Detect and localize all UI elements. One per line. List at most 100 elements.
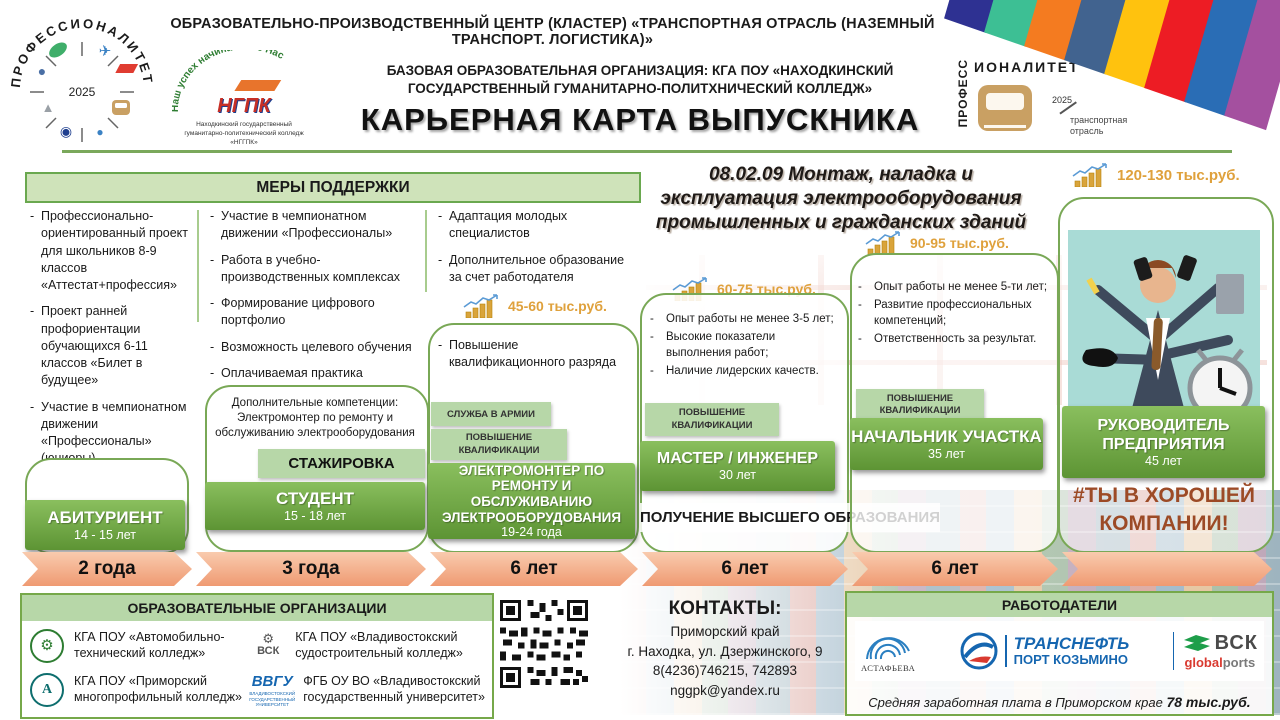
professionalitet-circle-logo-graphic: ПРОФЕССИОНАЛИТЕТ 2025 ✈ ● ▲ ◉ ●: [8, 16, 153, 142]
vsk-globalports-logo: ВСК globalports: [1172, 632, 1258, 670]
contacts-address: г. Находка, ул. Дзержинского, 9: [627, 643, 823, 659]
education-org-item: ⚙ КГА ПОУ «Автомобильно-технический колл…: [28, 625, 247, 667]
vsk-green-icon: [1183, 634, 1210, 651]
timeline-label: 2 года: [78, 558, 136, 579]
average-salary-value: 78 тыс.руб.: [1166, 694, 1251, 710]
stage-bullet: Ответственность за результат.: [858, 332, 1048, 348]
right-logo-horizontal-text: ИОНАЛИТЕТ: [974, 59, 1080, 75]
support-column-1: Профессионально-ориентированный проект д…: [30, 208, 195, 477]
column-divider: [197, 210, 199, 322]
base-organization-line: БАЗОВАЯ ОБРАЗОВАТЕЛЬНАЯ ОРГАНИЗАЦИЯ: КГА…: [386, 63, 894, 96]
right-logo-vertical-text: ПРОФЕСС: [956, 59, 970, 128]
timeline-arrow-3: 6 лет: [430, 552, 638, 586]
job-title: СТУДЕНТ: [275, 489, 355, 508]
stage-bullet: Опыт работы не менее 3-5 лет;: [650, 312, 836, 328]
contacts-email: nggpk@yandex.ru: [670, 682, 780, 698]
gear-icon: ⚙: [30, 629, 64, 663]
ngpk-logo-graphic: Наш успех начинается с Нас НГПК Находкин…: [170, 41, 304, 146]
vsk-college-logo-icon: ⚙ ВСК: [249, 631, 287, 658]
support-item: Работа в учебно-производственных комплек…: [210, 252, 418, 287]
stage-bullet: Наличие лидерских качеств.: [650, 364, 836, 380]
contacts-phone: 8(4236)746215, 742893: [652, 663, 798, 679]
ngpk-roof-shape: [234, 80, 282, 91]
plane-icon: ✈: [99, 43, 112, 60]
leaf-icon: [49, 42, 67, 58]
salary-badge-3: 90-95 тыс.руб.: [865, 231, 1009, 255]
drop-icon: ●: [96, 125, 103, 139]
support-column-3: Адаптация молодых специалистов Дополните…: [438, 208, 634, 295]
target-icon: ◉: [60, 123, 72, 139]
support-item: Проект ранней профориентации обучающихся…: [30, 303, 195, 389]
timeline-arrow-4: 6 лет: [642, 552, 848, 586]
salary-badge-1: 45-60 тыс.руб.: [463, 294, 607, 318]
contacts-region: Приморский край: [670, 624, 780, 639]
employers-logos-row: АСТАФЬЕВА ТРАНСНЕФТЬ ПОРТ КОЗЬМИНО ВСК: [855, 621, 1264, 681]
right-logo-caption-2: отрасль: [1070, 126, 1104, 137]
timeline-label: 6 лет: [510, 558, 558, 579]
red-stripe-icon: [115, 64, 139, 73]
job-title: НАЧАЛЬНИК УЧАСТКА: [851, 427, 1042, 446]
job-box-director: РУКОВОДИТЕЛЬ ПРЕДПРИЯТИЯ 45 лет: [1062, 406, 1265, 478]
job-title: РУКОВОДИТЕЛЬ ПРЕДПРИЯТИЯ: [1097, 416, 1230, 453]
support-item: Участие в чемпионатном движении «Професс…: [210, 208, 418, 243]
internship-label: СТАЖИРОВКА: [258, 449, 425, 478]
education-org-item: ВВГУ ВЛАДИВОСТОКСКИЙ ГОСУДАРСТВЕННЫЙ УНИ…: [249, 669, 486, 711]
job-title: МАСТЕР / ИНЖЕНЕР: [656, 450, 819, 467]
job-box-chief: НАЧАЛЬНИК УЧАСТКА 35 лет: [850, 418, 1043, 470]
master-requirements: Опыт работы не менее 3-5 лет; Высокие по…: [650, 312, 836, 381]
contacts-block: КОНТАКТЫ: Приморский край г. Находка, ул…: [592, 598, 858, 700]
ngpk-caption-1: Находкинский государственный: [196, 120, 292, 128]
column-divider: [425, 210, 427, 292]
support-item: Оплачиваемая практика: [210, 365, 418, 383]
professionalitet-circle-logo: ПРОФЕССИОНАЛИТЕТ 2025 ✈ ● ▲ ◉ ●: [8, 4, 156, 154]
support-item: Дополнительное образование за счет работ…: [438, 252, 634, 287]
hashtag-line-2: КОМПАНИИ!: [1099, 512, 1229, 536]
education-org-name: ФГБ ОУ ВО «Владивостокский государственн…: [303, 674, 485, 704]
timeline-label: 6 лет: [721, 558, 769, 579]
coins-growth-icon: [1072, 163, 1107, 187]
astafieva-logo: АСТАФЬЕВА: [861, 629, 915, 673]
job-box-master: МАСТЕР / ИНЖЕНЕР 30 лет: [640, 441, 835, 491]
job-box-abiturient: АБИТУРИЕНТ 14 - 15 лет: [25, 500, 185, 550]
vvgu-caption: ВЛАДИВОСТОКСКИЙ ГОСУДАРСТВЕННЫЙ УНИВЕРСИ…: [249, 691, 296, 708]
job-title: ЭЛЕКТРОМОНТЕР ПО РЕМОНТУ И ОБСЛУЖИВАНИЮ …: [441, 462, 622, 525]
student-note: Дополнительные компетенции: Электромонте…: [215, 397, 415, 439]
education-orgs-header: ОБРАЗОВАТЕЛЬНЫЕ ОРГАНИЗАЦИИ: [22, 595, 492, 621]
circle-logo-ticks: [30, 42, 134, 142]
transneft-name: ТРАНСНЕФТЬ: [1013, 634, 1130, 654]
vsk-college-abbr: ВСК: [257, 644, 280, 657]
primorsky-college-logo-icon: А: [28, 673, 66, 707]
average-salary-note: Средняя заработная плата в Приморском кр…: [855, 694, 1264, 710]
support-item: Формирование цифрового портфолио: [210, 295, 418, 330]
timeline-arrow-6: [1062, 552, 1272, 586]
army-service-label: СЛУЖБА В АРМИИ: [431, 402, 551, 426]
employers-header: РАБОТОДАТЕЛИ: [847, 593, 1272, 617]
job-age: 19-24 года: [501, 525, 562, 540]
job-age: 15 - 18 лет: [284, 509, 346, 523]
right-logo-year: 2025: [1052, 95, 1073, 105]
job-age: 45 лет: [1145, 454, 1182, 469]
transneft-logo: ТРАНСНЕФТЬ ПОРТ КОЗЬМИНО: [959, 631, 1130, 671]
education-org-name: КГА ПОУ «Владивостокский судостроительны…: [295, 630, 463, 660]
bus-window: [986, 93, 1024, 110]
gears-icon: ⚙: [262, 631, 275, 647]
globalports-global: global: [1184, 655, 1223, 670]
job-box-student: СТУДЕНТ 15 - 18 лет: [205, 482, 425, 530]
transneft-emblem-icon: [960, 632, 998, 670]
bus-bumper: [984, 125, 1026, 128]
education-orgs-panel: ОБРАЗОВАТЕЛЬНЫЕ ОРГАНИЗАЦИИ ⚙ КГА ПОУ «А…: [20, 593, 494, 719]
chief-requirements: Опыт работы не менее 5-ти лет; Развитие …: [858, 280, 1048, 349]
average-salary-text: Средняя заработная плата в Приморском кр…: [868, 695, 1167, 710]
qualification-label: ПОВЫШЕНИЕ КВАЛИФИКАЦИИ: [431, 429, 567, 460]
timeline-label: 6 лет: [931, 558, 979, 579]
support-item: Возможность целевого обучения: [210, 339, 418, 357]
blob-icon: ●: [38, 63, 46, 79]
qr-code-graphic: [500, 600, 588, 688]
qualification-label: ПОВЫШЕНИЕ КВАЛИФИКАЦИИ: [645, 403, 779, 436]
job-age: 30 лет: [719, 468, 756, 482]
support-column-2: Участие в чемпионатном движении «Професс…: [210, 208, 418, 391]
timeline-label: 3 года: [282, 558, 340, 579]
transneft-port: ПОРТ КОЗЬМИНО: [1013, 652, 1129, 668]
stage-bullet: Опыт работы не менее 5-ти лет;: [858, 280, 1048, 296]
job-age: 35 лет: [928, 447, 965, 461]
